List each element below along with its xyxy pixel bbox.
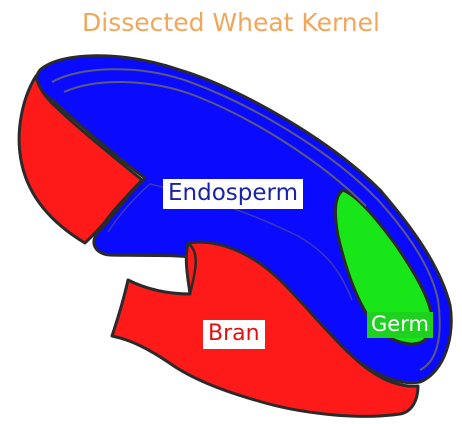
- bran-label: Bran: [203, 320, 265, 349]
- endosperm-label: Endosperm: [163, 179, 303, 209]
- germ-label: Germ: [367, 312, 433, 338]
